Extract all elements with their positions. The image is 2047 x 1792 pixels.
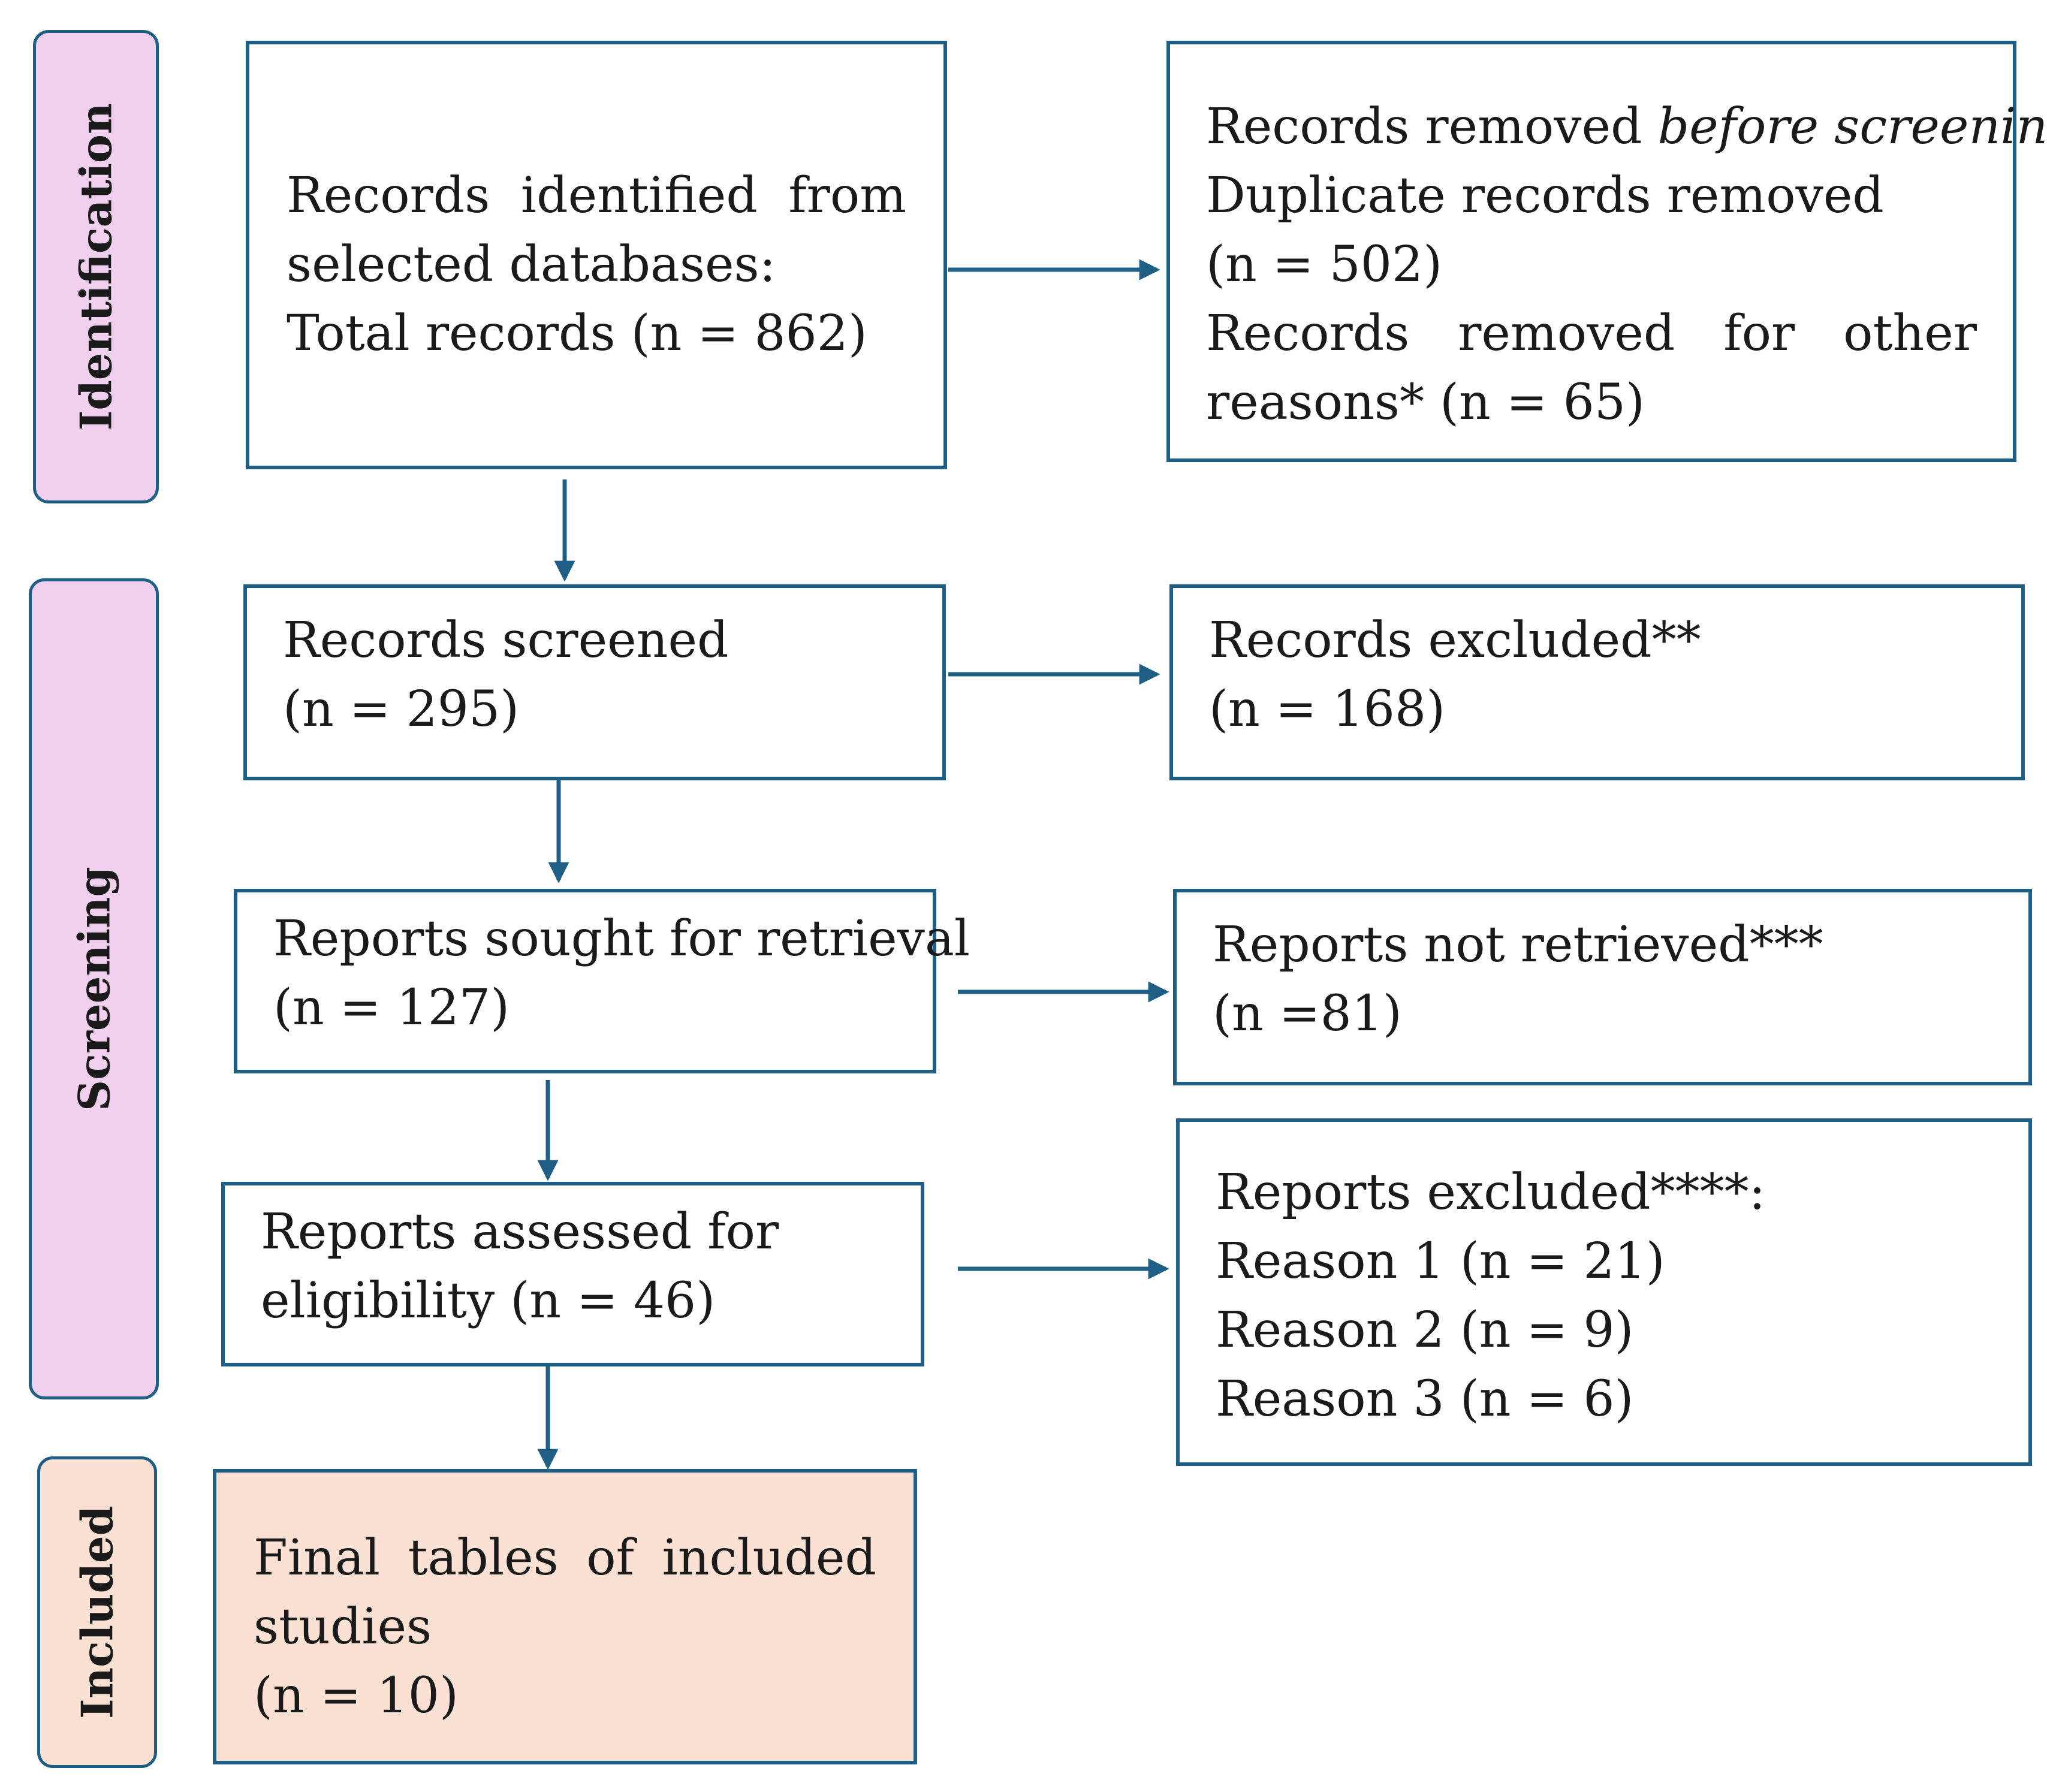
phase-identification: Identification (33, 30, 159, 503)
records-removed-box: Records removed before screening: Duplic… (1166, 41, 2047, 462)
reports-not-retrieved-label: Reports not retrieved*** (1213, 916, 1823, 973)
records-identified-line1: Records identified from (287, 167, 906, 224)
reports-excluded-box: Reports excluded****: Reason 1 (n = 21) … (1176, 1118, 2032, 1466)
reason-1: Reason 1 (n = 21) (1216, 1233, 1665, 1290)
records-identified-total: Total records (n = 862) (287, 305, 867, 362)
records-identified-line2: selected databases: (287, 236, 776, 293)
reports-assessed-line1: Reports assessed for (261, 1203, 779, 1260)
reports-assessed-box: Reports assessed for eligibility (n = 46… (221, 1182, 924, 1366)
reports-excluded-heading: Reports excluded****: (1216, 1164, 1766, 1221)
reason-3: Reason 3 (n = 6) (1216, 1371, 1634, 1428)
final-included-line1: Final tables of included (254, 1529, 876, 1586)
reports-not-retrieved-box: Reports not retrieved*** (n =81) (1173, 889, 2032, 1085)
records-identified-box: Records identified from selected databas… (246, 41, 947, 469)
reports-sought-box: Reports sought for retrieval (n = 127) (234, 889, 970, 1073)
final-included-box: Final tables of included studies (n = 10… (213, 1469, 917, 1764)
reports-assessed-line2: eligibility (n = 46) (261, 1272, 716, 1329)
reports-not-retrieved-count: (n =81) (1213, 985, 1402, 1042)
records-removed-heading: Records removed before screening: (1206, 98, 2047, 155)
reports-sought-label: Reports sought for retrieval (273, 910, 970, 967)
records-removed-other-line: Records removed for other (1206, 305, 1977, 362)
phase-screening: Screening (29, 578, 159, 1399)
records-screened-count: (n = 295) (283, 681, 520, 738)
phase-included: Included (37, 1456, 157, 1768)
reports-sought-count: (n = 127) (273, 979, 510, 1036)
duplicate-records-label: Duplicate records removed (1206, 167, 1884, 224)
duplicate-records-count: (n = 502) (1206, 236, 1443, 293)
reason-2: Reason 2 (n = 9) (1216, 1302, 1634, 1359)
records-excluded-box: Records excluded** (n = 168) (1169, 584, 2025, 780)
records-excluded-label: Records excluded** (1209, 612, 1701, 669)
records-screened-label: Records screened (283, 612, 729, 669)
records-removed-other-count: reasons* (n = 65) (1206, 374, 1645, 431)
records-screened-box: Records screened (n = 295) (243, 584, 946, 780)
final-included-line2: studies (254, 1598, 432, 1655)
records-excluded-count: (n = 168) (1209, 681, 1446, 738)
final-included-count: (n = 10) (254, 1667, 459, 1724)
